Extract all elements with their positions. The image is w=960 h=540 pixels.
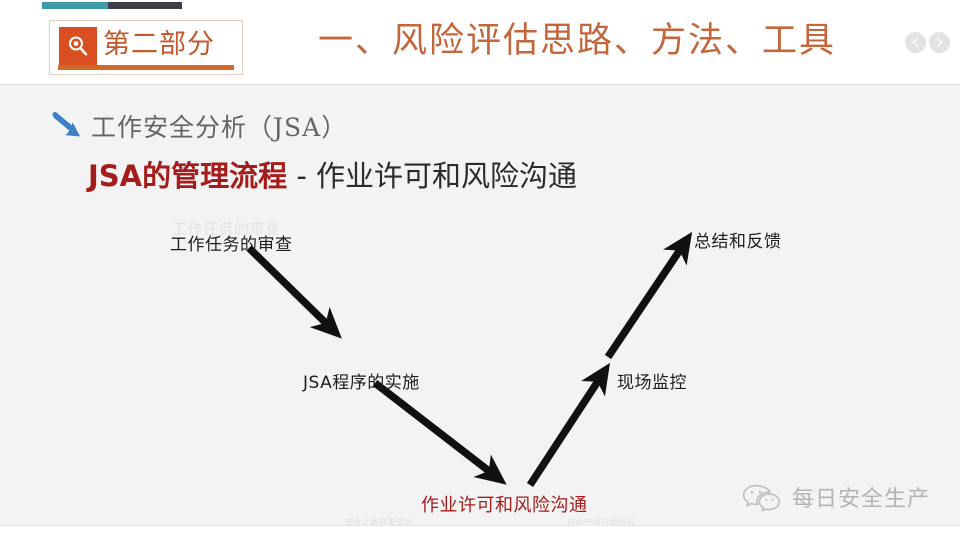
slide-body: 工作安全分析（JSA） JSA的管理流程 - 作业许可和风险沟通 xyxy=(0,85,960,540)
arrow-review-to-implement xyxy=(246,245,342,339)
chevron-left-icon[interactable] xyxy=(905,32,926,53)
decorative-bar xyxy=(42,2,182,9)
brand-watermark: 每日安全生产 xyxy=(742,480,930,514)
footer-tagline-left: 安全之路任重道远 xyxy=(345,518,413,527)
flow-diagram: 工作任务的审查 工作任务的审查 JSA程序的实施 作业许可和风险沟通 现场监控 … xyxy=(0,85,960,540)
arrow-permit-to-monitor xyxy=(526,362,611,488)
arrow-implement-to-permit xyxy=(372,380,507,485)
section-badge-underline xyxy=(58,65,234,70)
arrow-monitor-to-feedback xyxy=(604,231,693,360)
section-badge-label: 第二部分 xyxy=(103,29,215,60)
brand-name: 每日安全生产 xyxy=(792,487,931,512)
main-heading-rest: - 作业许可和风险沟通 xyxy=(287,159,578,193)
chevron-right-icon[interactable] xyxy=(929,32,950,53)
bottom-strip xyxy=(0,525,960,540)
main-heading-accent: JSA的管理流程 xyxy=(88,159,288,193)
ghost-label-review: 工作任务的审查 xyxy=(172,220,281,238)
main-heading: JSA的管理流程 - 作业许可和风险沟通 xyxy=(88,157,577,195)
node-label-implement: JSA程序的实施 xyxy=(303,373,420,393)
section-badge: 第二部分 xyxy=(49,20,243,75)
magnifier-icon xyxy=(59,27,97,65)
flow-arrows xyxy=(246,231,693,488)
footer-tagline: 安全之路任重道远 自由空间与您同行 xyxy=(345,517,635,528)
node-label-review: 工作任务的审查 xyxy=(170,235,293,255)
sub-heading: 工作安全分析（JSA） xyxy=(52,107,347,145)
decorative-bar-segment-dark xyxy=(108,2,182,9)
slide-header: 第二部分 一、风险评估思路、方法、工具 xyxy=(0,0,960,84)
wechat-icon xyxy=(742,483,782,511)
footer-tagline-right: 自由空间与您同行 xyxy=(567,518,635,527)
header-divider xyxy=(0,84,960,85)
node-label-monitor: 现场监控 xyxy=(617,373,687,393)
node-label-permit: 作业许可和风险沟通 xyxy=(421,495,588,516)
decorative-bar-segment-teal xyxy=(42,2,108,9)
arrow-down-right-icon xyxy=(52,112,82,140)
node-label-feedback: 总结和反馈 xyxy=(694,232,782,252)
page-title: 一、风险评估思路、方法、工具 xyxy=(318,21,837,61)
sub-heading-label: 工作安全分析（JSA） xyxy=(91,113,348,142)
navigation-arrows[interactable] xyxy=(905,32,951,54)
